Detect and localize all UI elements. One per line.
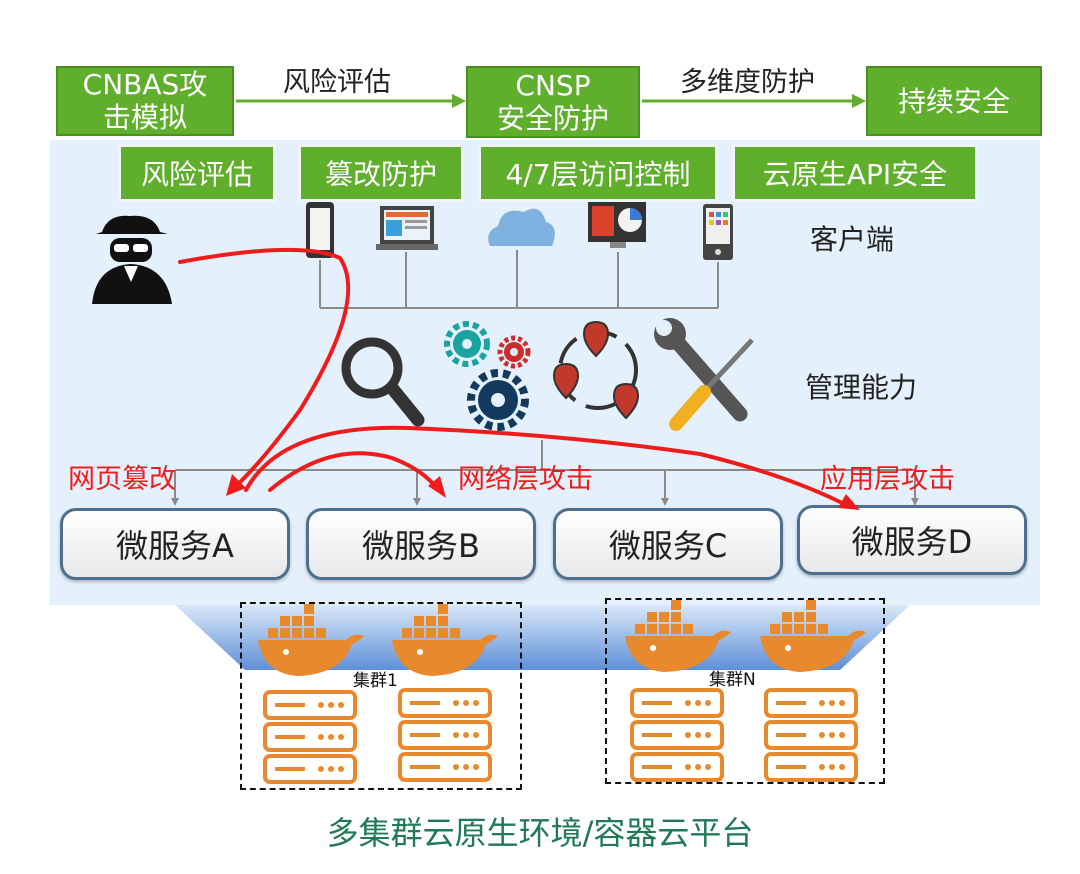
server-stack-icon: [398, 688, 492, 782]
attack-label-network: 网络层攻击: [458, 464, 593, 495]
attack-label-tampering: 网页篡改: [68, 464, 176, 495]
capability-risk-assessment: 风险评估: [118, 144, 276, 202]
cluster-1-label: 集群1: [353, 671, 398, 691]
attack-path-application: [244, 425, 850, 508]
mobile-icon: [703, 204, 733, 260]
capability-access-control: 4/7层访问控制: [478, 144, 718, 202]
top-arrows: [236, 94, 866, 108]
arrowhead-network: [428, 476, 446, 498]
management-layer-label: 管理能力: [805, 371, 918, 404]
microservice-a: 微服务A: [60, 508, 290, 580]
continuous-security-box: 持续安全: [866, 66, 1042, 136]
docker-whale-icon: [625, 600, 731, 672]
docker-whale-icon: [760, 600, 866, 672]
arrow2-head: [852, 94, 866, 108]
microservice-c: 微服务C: [553, 508, 783, 580]
laptop-icon: [376, 206, 438, 250]
dashboard-icon: [588, 202, 646, 248]
capability-tamper-protection: 篡改防护: [298, 144, 464, 202]
cluster-icons: [258, 600, 866, 784]
attack-path-network: [268, 451, 440, 492]
attack-paths: [178, 247, 860, 510]
attack-label-application: 应用层攻击: [820, 464, 955, 495]
platform-title: 多集群云原生环境/容器云平台: [326, 814, 754, 852]
server-stack-icon: [764, 688, 858, 782]
cluster-n-label: 集群N: [709, 670, 756, 690]
attack-path-tampering: [178, 247, 351, 490]
client-layer-label: 客户端: [810, 223, 895, 256]
location-cycle-icon: [552, 320, 640, 420]
cluster-1-box: [240, 602, 522, 790]
microservice-b: 微服务B: [306, 508, 536, 580]
docker-whale-icon: [258, 604, 364, 676]
wrench-screwdriver-icon: [654, 318, 754, 431]
magnifier-icon: [341, 337, 425, 427]
platform-base: [175, 605, 910, 670]
phone-icon: [306, 202, 334, 258]
hacker-icon: [92, 215, 172, 304]
arrowhead-tampering: [226, 474, 246, 496]
gears-icon: [444, 321, 531, 431]
arrow1-head: [452, 94, 466, 108]
cloud-icon: [488, 208, 555, 246]
management-layer: [171, 318, 919, 506]
capability-api-security: 云原生API安全: [732, 144, 978, 202]
arrow1-label: 风险评估: [283, 67, 391, 98]
arrow2-label: 多维度防护: [680, 67, 815, 98]
server-stack-icon: [630, 688, 724, 782]
arrowhead-application: [838, 494, 860, 510]
cluster-n-box: [605, 598, 885, 784]
client-layer: [306, 202, 733, 309]
microservice-d: 微服务D: [797, 505, 1027, 575]
cnsp-box: CNSP 安全防护: [466, 66, 640, 138]
cnbas-box: CNBAS攻 击模拟: [56, 66, 234, 136]
docker-whale-icon: [392, 604, 498, 676]
server-stack-icon: [263, 690, 357, 784]
